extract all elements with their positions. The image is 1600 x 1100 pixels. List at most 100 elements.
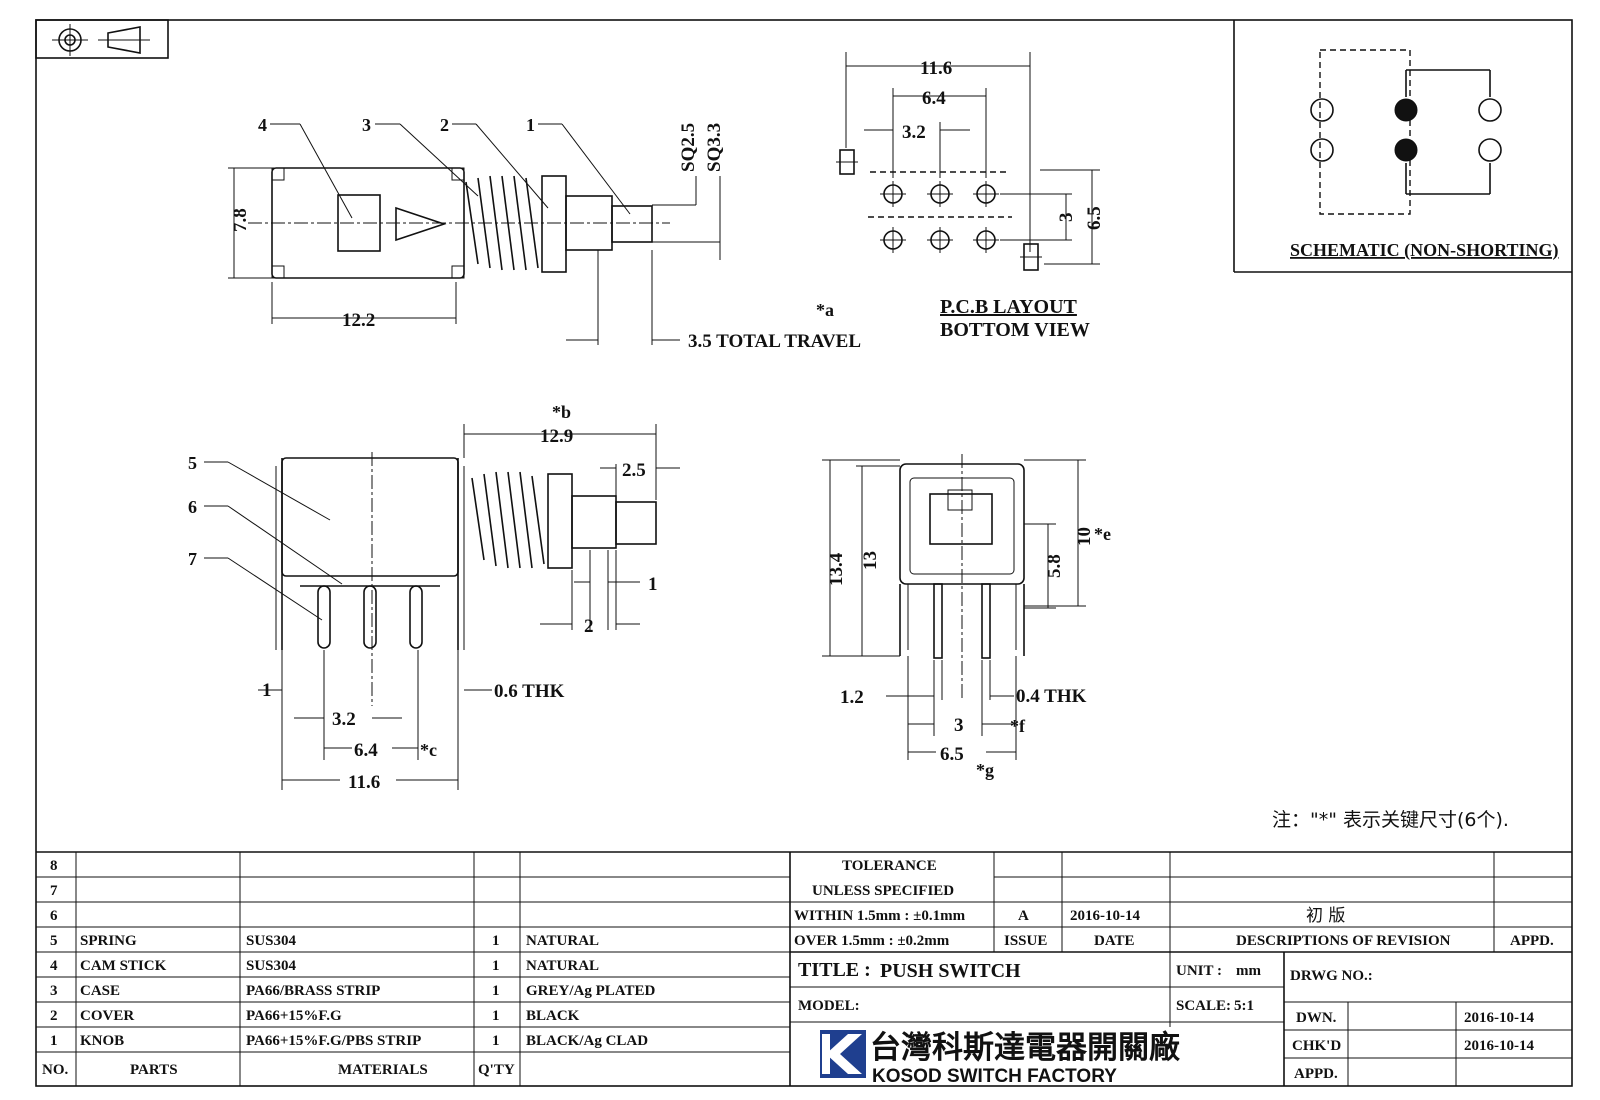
- dim-height: 7.8: [230, 208, 251, 232]
- tolerance-line-1: TOLERANCE: [842, 858, 937, 874]
- bom-header-parts: PARTS: [130, 1062, 178, 1078]
- dim-sq-large: SQ3.3: [704, 123, 725, 172]
- checked-date: 2016-10-14: [1464, 1038, 1534, 1054]
- key-c: *c: [420, 740, 437, 760]
- bom-row-5-qty: 1: [492, 933, 500, 949]
- callout-6: 6: [188, 497, 197, 517]
- side-dim-d2: 2: [584, 616, 594, 637]
- scale-value: 5:1: [1234, 998, 1254, 1014]
- bom-row-3-qty: 1: [492, 983, 500, 999]
- pcb-dim-w-mid: 6.4: [922, 88, 946, 109]
- key-b: *b: [552, 402, 571, 422]
- pcb-layout: 11.6 6.4 3.2 3 6.5 P.C.B LAYOUT BO: [836, 52, 1105, 341]
- pcb-dim-w-inner: 3.2: [902, 122, 926, 143]
- side-view: 5 6 7 *b 12.9 2.5 1 2 1 0.6 T: [188, 402, 680, 793]
- pcb-title-1: P.C.B LAYOUT: [940, 296, 1078, 318]
- bom-header-qty: Q'TY: [478, 1062, 515, 1078]
- bom-row-1-material: PA66+15%F.G/PBS STRIP: [246, 1033, 421, 1049]
- bom-row-4-qty: 1: [492, 958, 500, 974]
- front-dim-h-body: 13: [860, 551, 881, 570]
- sheet-border: [35, 19, 1573, 1087]
- side-spring: [471, 471, 545, 569]
- side-dim-thk: 0.6 THK: [494, 681, 565, 702]
- title-value: PUSH SWITCH: [880, 960, 1021, 982]
- company-name-cn: 台灣科斯達電器開關廠: [870, 1030, 1180, 1066]
- bom-row-2-finish: BLACK: [526, 1008, 580, 1024]
- schematic-panel: SCHEMATIC (NON-SHORTING): [1233, 20, 1572, 273]
- side-dim-knob: 2.5: [622, 460, 646, 481]
- pcb-title-2: BOTTOM VIEW: [940, 319, 1090, 341]
- dim-travel: 3.5 TOTAL TRAVEL: [688, 331, 861, 352]
- bom-row-4-finish: NATURAL: [526, 958, 599, 974]
- side-dim-width: 11.6: [348, 772, 380, 793]
- spring-coils: [465, 175, 539, 271]
- revision-description: 初 版: [1306, 906, 1345, 926]
- front-dim-thk: 0.4 THK: [1016, 686, 1087, 707]
- bom-row-4-material: SUS304: [246, 958, 297, 974]
- key-dimension-note: 注："*" 表示关键尺寸(6个).: [1272, 809, 1509, 831]
- bom-row-8-no: 8: [50, 858, 58, 874]
- checked-label: CHK'D: [1292, 1038, 1341, 1054]
- top-view: 4 3 2 1 7.8 12.2 SQ2.5 SQ3.3 3.5 TOTAL T…: [228, 115, 861, 352]
- unit-label: UNIT :: [1176, 963, 1222, 979]
- title-label: TITLE :: [798, 959, 871, 981]
- key-f: *f: [1010, 716, 1026, 736]
- company-name-en: KOSOD SWITCH FACTORY: [872, 1066, 1117, 1087]
- bom-row-3-no: 3: [50, 983, 58, 999]
- tolerance-over: OVER 1.5mm : ±0.2mm: [794, 933, 950, 949]
- bom-row-5-part: SPRING: [80, 933, 137, 949]
- projection-symbol-icon: [35, 19, 169, 59]
- approved-label: APPD.: [1294, 1066, 1338, 1082]
- pcb-holes: [880, 181, 999, 253]
- side-dim-pitch2: 6.4: [354, 740, 378, 761]
- model-label: MODEL:: [798, 998, 860, 1014]
- revision-date: 2016-10-14: [1070, 908, 1140, 924]
- front-dim-width: 6.5: [940, 744, 964, 765]
- dim-length: 12.2: [342, 310, 375, 331]
- tolerance-line-2: UNLESS SPECIFIED: [812, 883, 954, 899]
- bom-row-3-part: CASE: [80, 983, 120, 999]
- bom-table: [36, 852, 791, 1086]
- bom-row-1-finish: BLACK/Ag CLAD: [526, 1033, 648, 1049]
- dim-sq-small: SQ2.5: [678, 123, 699, 172]
- key-e: *e: [1094, 524, 1111, 544]
- callout-1: 1: [526, 115, 535, 135]
- revision-issue: A: [1018, 908, 1029, 924]
- header-issue: ISSUE: [1004, 933, 1047, 949]
- bom-row-2-no: 2: [50, 1008, 58, 1024]
- front-dim-pin-w: 1.2: [840, 687, 864, 708]
- key-a: *a: [816, 300, 834, 320]
- callout-2: 2: [440, 115, 449, 135]
- front-dim-h-pin: 5.8: [1044, 554, 1065, 578]
- bom-row-2-material: PA66+15%F.G: [246, 1008, 342, 1024]
- callout-5: 5: [188, 453, 197, 473]
- pcb-dim-h-inner: 3: [1056, 213, 1077, 223]
- side-dim-length: 12.9: [540, 426, 573, 447]
- key-g: *g: [976, 760, 994, 780]
- bom-row-5-finish: NATURAL: [526, 933, 599, 949]
- unit-value: mm: [1236, 963, 1261, 979]
- pcb-dim-h-outer: 6.5: [1084, 206, 1105, 230]
- side-dim-pitch1: 3.2: [332, 709, 356, 730]
- side-dim-edge: 1: [262, 680, 272, 701]
- bom-row-4-part: CAM STICK: [80, 958, 167, 974]
- drawing-number-label: DRWG NO.:: [1290, 968, 1373, 984]
- tolerance-within: WITHIN 1.5mm : ±0.1mm: [794, 908, 966, 924]
- title-block: 8 7 6 5 SPRING SUS304 1 NATURAL 4 CAM ST…: [36, 851, 1572, 1087]
- header-date: DATE: [1094, 933, 1135, 949]
- bom-row-1-no: 1: [50, 1033, 58, 1049]
- bom-row-7-no: 7: [50, 883, 58, 899]
- bom-header-materials: MATERIALS: [338, 1062, 428, 1078]
- header-appd: APPD.: [1510, 933, 1554, 949]
- bom-row-3-material: PA66/BRASS STRIP: [246, 983, 380, 999]
- side-dim-d1: 1: [648, 574, 658, 595]
- bom-row-5-material: SUS304: [246, 933, 297, 949]
- bom-row-3-finish: GREY/Ag PLATED: [526, 983, 655, 999]
- schematic-label: SCHEMATIC (NON-SHORTING): [1290, 240, 1559, 261]
- scale-label: SCALE:: [1176, 998, 1231, 1014]
- bom-row-2-qty: 1: [492, 1008, 500, 1024]
- bom-row-2-part: COVER: [80, 1008, 134, 1024]
- front-view: 13.4 13 5.8 10 *e 1.2 0.4 THK 3 *f 6.5 *…: [822, 454, 1111, 780]
- bom-row-6-no: 6: [50, 908, 58, 924]
